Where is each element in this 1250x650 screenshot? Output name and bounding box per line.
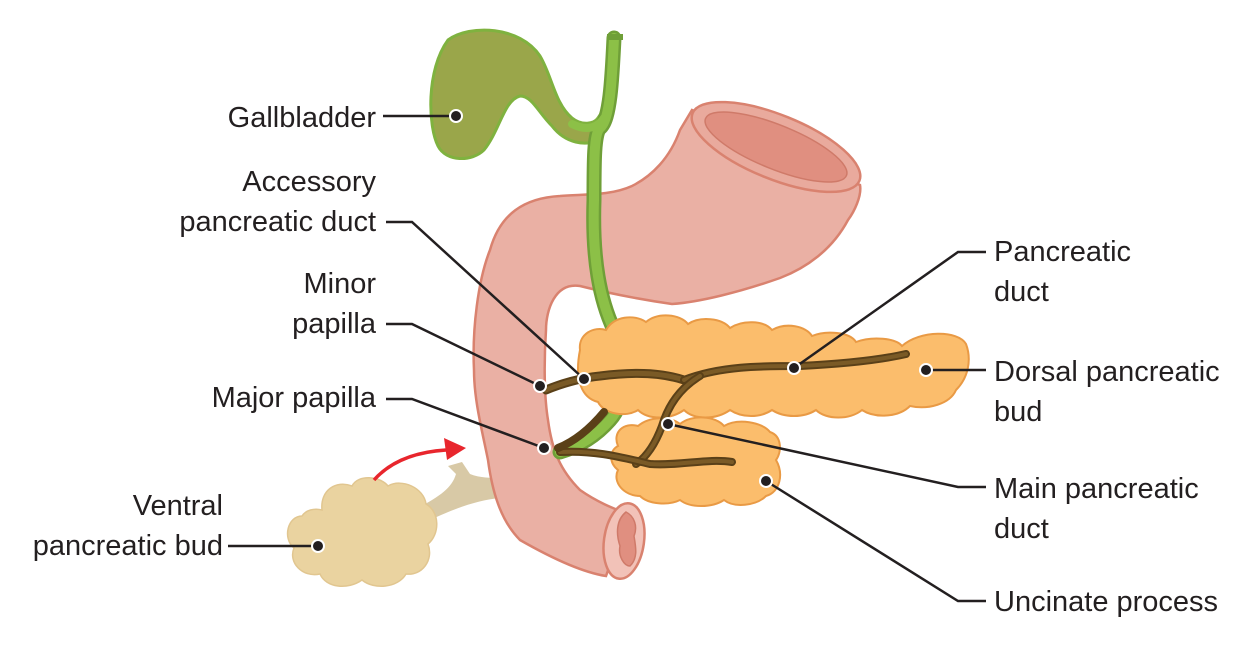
ventral-pancreatic-bud (288, 478, 437, 587)
label-main-duct-line1: Main pancreatic (994, 469, 1199, 509)
dot-major-papilla (538, 442, 550, 454)
label-main-duct: Main pancreatic duct (994, 469, 1199, 549)
dot-dorsal-bud (920, 364, 932, 376)
dot-minor-papilla (534, 380, 546, 392)
label-dorsal-bud: Dorsal pancreatic bud (994, 352, 1220, 432)
label-dorsal-bud-line1: Dorsal pancreatic (994, 352, 1220, 392)
dot-gallbladder (450, 110, 462, 122)
label-main-duct-line2: duct (994, 509, 1199, 549)
label-ventral-bud: Ventral pancreatic bud (33, 486, 223, 566)
label-gallbladder: Gallbladder (228, 98, 376, 138)
dot-uncinate (760, 475, 772, 487)
rotation-arrow-line (374, 450, 446, 480)
label-minor-papilla: Minor papilla (292, 264, 376, 344)
label-pancreatic-duct-line1: Pancreatic (994, 232, 1131, 272)
gallbladder-shape (431, 30, 598, 158)
rotation-arrow-head (444, 438, 466, 460)
label-ventral-bud-line2: pancreatic bud (33, 526, 223, 566)
label-pancreatic-duct: Pancreatic duct (994, 232, 1131, 312)
dot-ventral-bud (312, 540, 324, 552)
label-accessory-duct: Accessory pancreatic duct (179, 162, 376, 242)
dot-accessory-duct (578, 373, 590, 385)
dot-main-duct (662, 418, 674, 430)
label-uncinate: Uncinate process (994, 582, 1218, 622)
label-pancreatic-duct-line2: duct (994, 272, 1131, 312)
dot-pancreatic-duct (788, 362, 800, 374)
label-minor-papilla-line2: papilla (292, 304, 376, 344)
label-dorsal-bud-line2: bud (994, 392, 1220, 432)
label-accessory-duct-line1: Accessory (179, 162, 376, 202)
bile-duct-cap (607, 34, 623, 40)
leader-uncinate (766, 481, 986, 601)
label-ventral-bud-line1: Ventral (33, 486, 223, 526)
label-accessory-duct-line2: pancreatic duct (179, 202, 376, 242)
label-major-papilla: Major papilla (212, 378, 376, 418)
label-minor-papilla-line1: Minor (292, 264, 376, 304)
